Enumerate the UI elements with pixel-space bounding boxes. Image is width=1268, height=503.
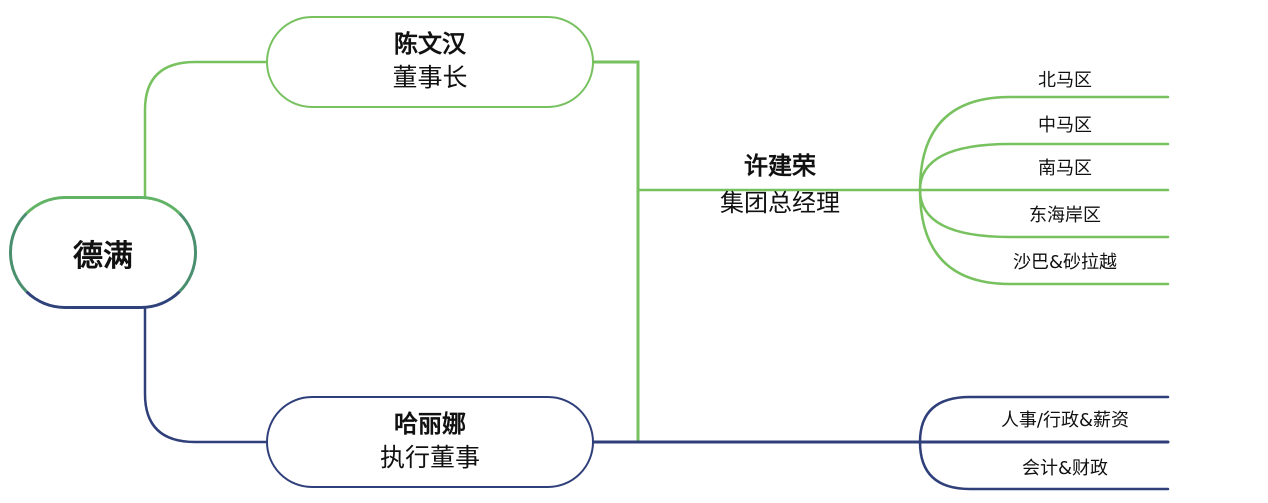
link-region-2 xyxy=(918,142,1170,192)
link-root-executive xyxy=(143,307,268,444)
link-region-5 xyxy=(918,188,1170,286)
chairman-name: 陈文汉 xyxy=(394,29,466,58)
region-item: 南马区 xyxy=(1038,158,1092,179)
link-chairman-trunk xyxy=(592,60,640,444)
general-manager-node: 许建荣 集团总经理 xyxy=(690,148,870,222)
region-item: 北马区 xyxy=(1038,70,1092,91)
chairman-title: 董事长 xyxy=(392,63,468,93)
region-item: 东海岸区 xyxy=(1029,205,1101,226)
root-label: 德满 xyxy=(73,238,133,274)
general-manager-title: 集团总经理 xyxy=(720,189,840,217)
region-item: 中马区 xyxy=(1038,115,1092,136)
executive-director-node: 哈丽娜 执行董事 xyxy=(266,396,594,488)
department-item: 人事/行政&薪资 xyxy=(1000,410,1130,431)
root-node: 德满 xyxy=(9,196,197,309)
link-dept-2 xyxy=(918,440,1170,491)
link-dept-1 xyxy=(918,395,1170,444)
executive-director-name: 哈丽娜 xyxy=(394,409,466,438)
link-root-chairman xyxy=(143,60,268,198)
department-item: 会计&财政 xyxy=(1021,458,1109,479)
chairman-node: 陈文汉 董事长 xyxy=(266,16,594,108)
link-region-1 xyxy=(918,95,1170,192)
executive-director-title: 执行董事 xyxy=(379,443,480,473)
general-manager-name: 许建荣 xyxy=(744,152,816,180)
region-item: 沙巴&砂拉越 xyxy=(1012,252,1118,273)
